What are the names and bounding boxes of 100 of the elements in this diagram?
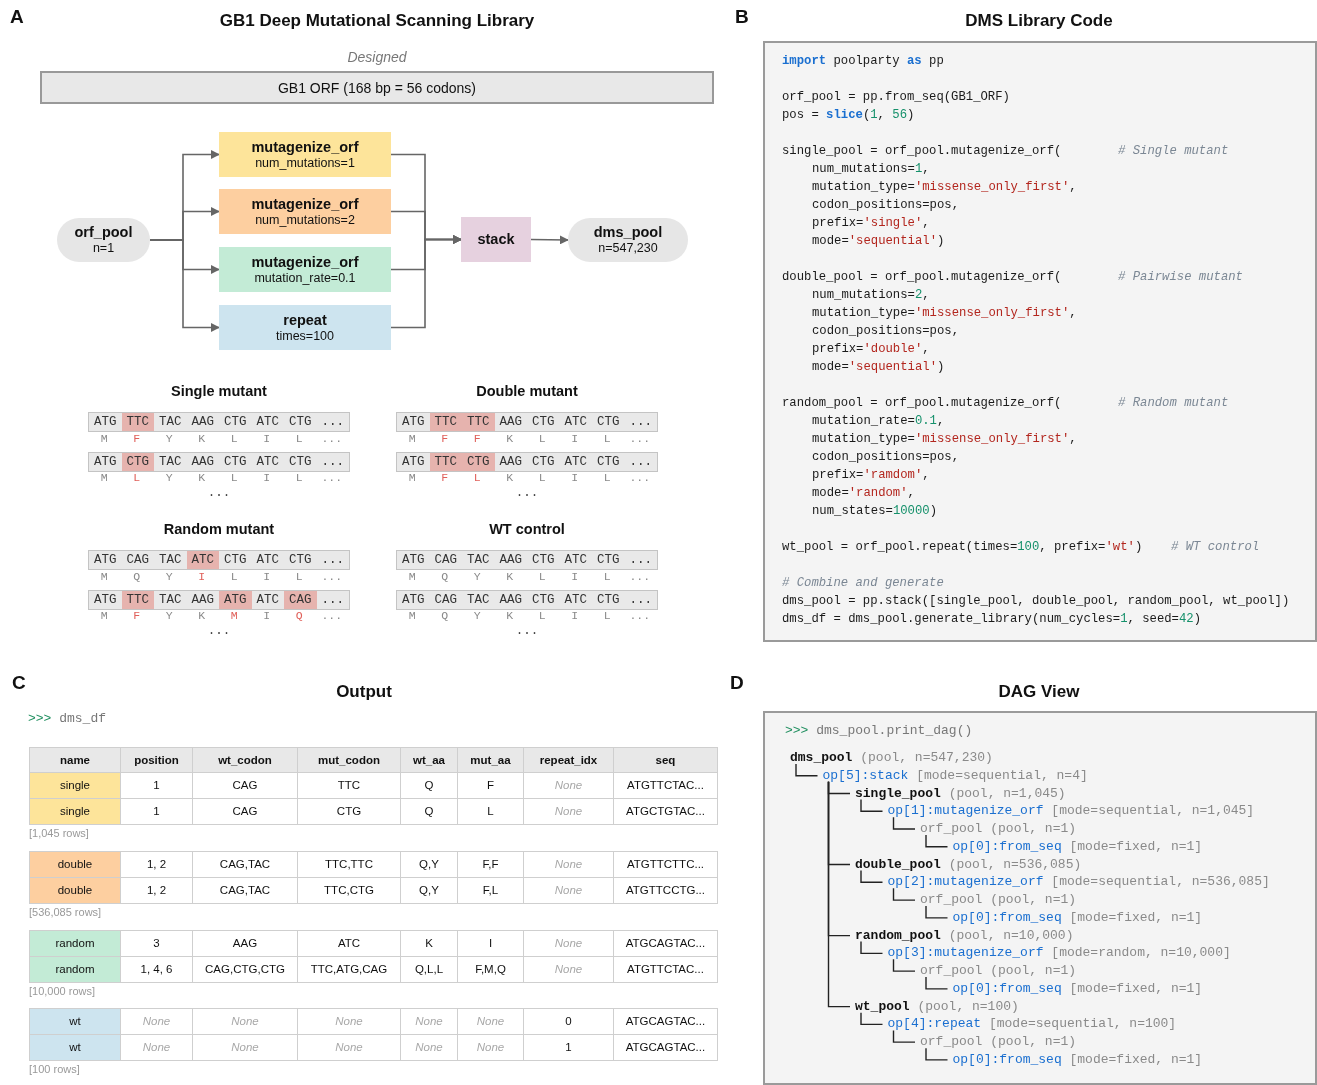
command-prompt: >>> dms_df xyxy=(28,711,106,726)
dag-entry: orf_pool (pool, n=1) xyxy=(920,962,1077,980)
amino-acid-sequence: M Q Y K L I L ... xyxy=(407,609,652,623)
dag-entry: single_pool (pool, n=1,045) xyxy=(855,784,1066,802)
node-title: orf_pool xyxy=(74,224,133,241)
column-header: position xyxy=(120,747,193,773)
dag-entry: orf_pool (pool, n=1) xyxy=(920,820,1077,838)
node-detail: GB1 ORF (168 bp = 56 codons) xyxy=(277,79,477,96)
node-title: mutagenize_orf xyxy=(251,138,359,156)
dag-entry: op[0]:from_seq [mode=fixed, n=1] xyxy=(952,837,1203,855)
panel-title: Output xyxy=(335,682,393,702)
dag-entry: op[5]:stack [mode=sequential, n=4] xyxy=(822,766,1088,784)
dag-entry: op[1]:mutagenize_orf [mode=sequential, n=1,045] xyxy=(887,802,1255,820)
table-cell: ATGCTGTAC... xyxy=(613,798,718,825)
code-line: random_pool = orf_pool.mutagenize_orf( xyxy=(782,395,1062,412)
dag-entry: orf_pool (pool, n=1) xyxy=(920,891,1077,909)
section-title: WT control xyxy=(488,521,566,537)
node-title: mutagenize_orf xyxy=(251,195,359,213)
amino-acid-sequence: M F L K L I L ... xyxy=(407,471,652,485)
row-count-note: [10,000 rows] xyxy=(29,985,96,997)
code-line: mode='sequential') xyxy=(812,233,945,250)
code-line: prefix='ramdom', xyxy=(812,467,930,484)
ellipsis: ... xyxy=(206,624,232,638)
dag-entry: op[2]:mutagenize_orf [mode=sequential, n=536,085] xyxy=(887,873,1270,891)
table-cell: ATGCAGTAC... xyxy=(613,930,718,957)
code-line: orf_pool = pp.from_seq(GB1_ORF) xyxy=(782,89,1010,106)
codon-sequence: ATG CAG TAC AAG CTG ATC CTG ... xyxy=(396,590,658,610)
dag-entry: op[0]:from_seq [mode=fixed, n=1] xyxy=(952,979,1203,997)
code-line: mutation_type='missense_only_first', xyxy=(812,179,1077,196)
codon-sequence: ATG TTC CTG AAG CTG ATC CTG ... xyxy=(396,452,658,472)
operation-box xyxy=(219,189,391,234)
dag-entry: op[0]:from_seq [mode=fixed, n=1] xyxy=(952,1050,1203,1068)
column-header: wt_codon xyxy=(192,747,298,773)
node-detail: mutation_rate=0.1 xyxy=(254,270,356,286)
table-cell: wt xyxy=(29,1008,121,1035)
code-line: mutation_rate=0.1, xyxy=(812,413,945,430)
node-detail: n=1 xyxy=(92,241,115,256)
row-count-note: [536,085 rows] xyxy=(29,906,102,918)
ellipsis: ... xyxy=(206,486,232,500)
code-line: single_pool = orf_pool.mutagenize_orf( xyxy=(782,143,1062,160)
code-line: num_mutations=1, xyxy=(812,161,930,178)
codon-sequence: ATG CAG TAC ATC CTG ATC CTG ... xyxy=(88,550,350,570)
amino-acid-sequence: M F Y K L I L ... xyxy=(99,432,344,446)
table-cell: single xyxy=(29,798,121,825)
amino-acid-sequence: M L Y K L I L ... xyxy=(99,471,344,485)
table-cell: ATGCAGTAC... xyxy=(613,1008,718,1035)
code-line: import poolparty as pp xyxy=(782,53,944,70)
codon-sequence: ATG TTC TAC AAG ATG ATC CAG ... xyxy=(88,590,350,610)
table-cell: random xyxy=(29,930,121,957)
codon-sequence: ATG TTC TAC AAG CTG ATC CTG ... xyxy=(88,412,350,432)
section-title: Double mutant xyxy=(475,383,579,399)
arrow xyxy=(149,239,220,332)
dag-entry: op[3]:mutagenize_orf [mode=random, n=10,000] xyxy=(887,944,1231,962)
amino-acid-sequence: M F F K L I L ... xyxy=(407,432,652,446)
code-line: num_states=10000) xyxy=(812,503,937,520)
node-detail: num_mutations=1 xyxy=(255,155,355,171)
node-detail: num_mutations=2 xyxy=(255,212,355,228)
table-cell: double xyxy=(29,877,121,904)
amino-acid-sequence: M Q Y K L I L ... xyxy=(407,570,652,584)
section-title: Random mutant xyxy=(162,521,276,537)
table-cell: ATGTTCTTC... xyxy=(613,851,718,878)
node-title: mutagenize_orf xyxy=(251,253,359,271)
codon-sequence: ATG CTG TAC AAG CTG ATC CTG ... xyxy=(88,452,350,472)
panel-title: DAG View xyxy=(997,682,1081,702)
command-prompt: >>> dms_pool.print_dag() xyxy=(785,723,973,738)
column-header: mut_codon xyxy=(297,747,401,773)
pool-node xyxy=(568,218,688,262)
code-line: double_pool = orf_pool.mutagenize_orf( xyxy=(782,269,1062,286)
pool-node xyxy=(57,218,150,262)
column-header: repeat_idx xyxy=(523,747,614,773)
code-line: dms_pool = pp.stack([single_pool, double_pool, random_pool, wt_pool]) xyxy=(782,593,1290,610)
dag-entry: random_pool (pool, n=10,000) xyxy=(855,926,1074,944)
arrow xyxy=(390,235,462,329)
panel-title: DMS Library Code xyxy=(964,11,1114,31)
amino-acid-sequence: M Q Y I L I L ... xyxy=(99,570,344,584)
code-comment: # WT control xyxy=(1171,539,1260,556)
code-line: mode='sequential') xyxy=(812,359,945,376)
codon-sequence: ATG TTC TTC AAG CTG ATC CTG ... xyxy=(396,412,658,432)
column-header: name xyxy=(29,747,121,773)
operation-box xyxy=(461,217,531,262)
node-title: repeat xyxy=(283,311,327,329)
column-header: seq xyxy=(613,747,718,773)
panel-title: GB1 Deep Mutational Scanning Library xyxy=(218,11,536,31)
code-comment: # Pairwise mutant xyxy=(1118,269,1243,286)
dag-entry: double_pool (pool, n=536,085) xyxy=(855,855,1082,873)
dag-entry: dms_pool (pool, n=547,230) xyxy=(790,749,993,766)
node-detail: n=547,230 xyxy=(598,241,658,256)
ellipsis: ... xyxy=(514,624,540,638)
node-detail: times=100 xyxy=(276,328,334,344)
column-header: wt_aa xyxy=(400,747,458,773)
code-comment: # Combine and generate xyxy=(782,575,944,592)
code-line: codon_positions=pos, xyxy=(812,449,960,466)
code-line: mutation_type='missense_only_first', xyxy=(812,431,1077,448)
table-cell: random xyxy=(29,956,121,983)
code-line: wt_pool = orf_pool.repeat(times=100, prefix='wt') xyxy=(782,539,1143,556)
code-comment: # Random mutant xyxy=(1118,395,1229,412)
code-line: prefix='double', xyxy=(812,341,930,358)
table-cell: wt xyxy=(29,1034,121,1061)
dag-entry: wt_pool (pool, n=100) xyxy=(855,997,1019,1015)
codon-sequence: ATG CAG TAC AAG CTG ATC CTG ... xyxy=(396,550,658,570)
